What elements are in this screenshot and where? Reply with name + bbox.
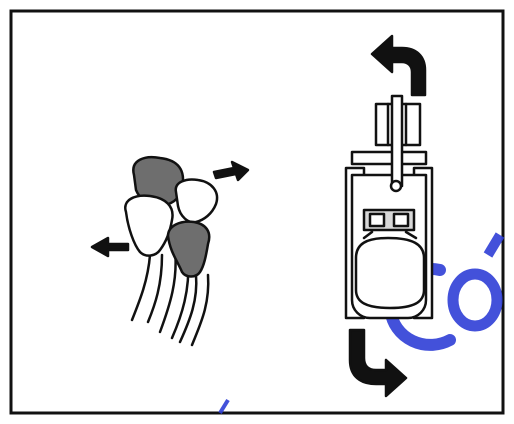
cab [356,238,424,308]
front-crossbar [352,152,426,164]
pivot-joint [391,181,401,191]
boom-arm [392,96,402,186]
